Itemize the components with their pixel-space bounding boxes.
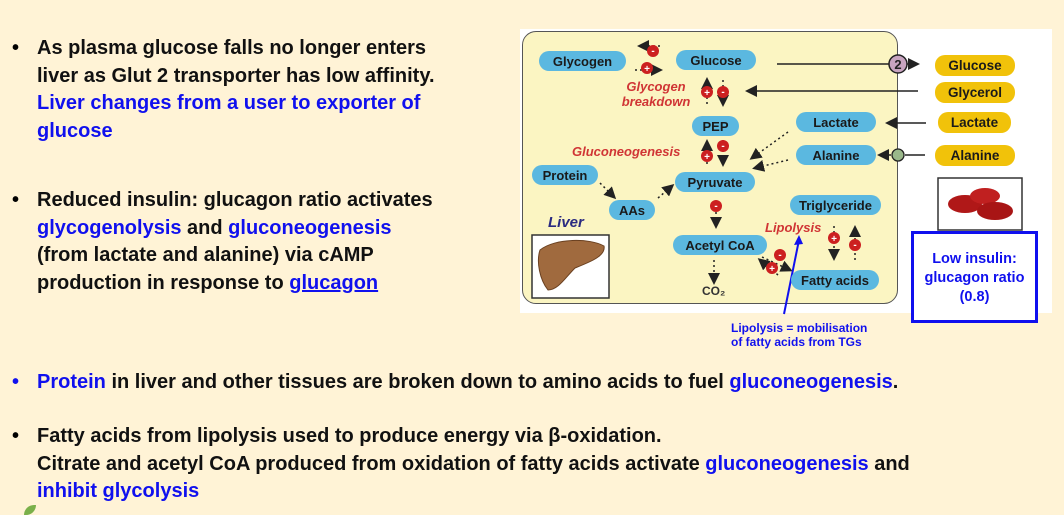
liver-image (531, 234, 610, 299)
svg-text:+: + (769, 264, 775, 275)
plus-icon: + (828, 232, 840, 245)
blood-glucose: Glucose (935, 55, 1015, 76)
term-gluconeogenesis: gluconeogenesis (705, 452, 869, 475)
ratio-line: glucagon ratio (924, 270, 1025, 286)
svg-text:+: + (704, 152, 710, 163)
bullet-highlight: glucose (37, 119, 113, 142)
lipolysis-label: Lipolysis (765, 220, 822, 235)
term-gluconeogenesis: gluconeogenesis (729, 371, 893, 393)
blood-glycerol: Glycerol (935, 82, 1015, 103)
label-line: breakdown (621, 94, 691, 109)
lactate-pyruvate-arrow (749, 131, 789, 160)
bullet-text: liver as Glut 2 transporter has low affi… (37, 64, 435, 87)
leaf-icon (24, 505, 36, 515)
ratio-line: Low insulin: (932, 251, 1017, 267)
bullet-text: As plasma glucose falls no longer enters (37, 37, 427, 59)
caption-line: Lipolysis = mobilisation (731, 321, 868, 335)
plus-icon: + (701, 86, 713, 99)
alanine-transporter-icon (891, 148, 905, 162)
lipolysis-pointer-head (794, 235, 803, 245)
term-gluconeogenesis: gluconeogenesis (228, 216, 392, 239)
bullet-text: production in response to (37, 271, 290, 294)
bullet-marker: • (12, 371, 20, 393)
bullet-1: As plasma glucose falls no longer enters… (37, 35, 435, 145)
red-blood-cells-image (937, 177, 1023, 231)
minus-icon: - (710, 200, 722, 212)
svg-text:+: + (704, 88, 710, 99)
plus-icon: + (766, 262, 778, 275)
bullet-marker: • (12, 425, 20, 447)
minus-icon: - (849, 239, 861, 251)
minus-icon: - (717, 86, 729, 98)
bullet-2: Reduced insulin: glucagon ratio activate… (37, 187, 433, 297)
term-protein: Protein (37, 371, 106, 393)
bullet-text: Reduced insulin: glucagon ratio activate… (37, 189, 433, 211)
node-co2: CO₂ (702, 284, 726, 298)
protein-aas-arrow (599, 182, 617, 200)
bullet-text: and (181, 216, 229, 239)
svg-text:-: - (651, 46, 654, 57)
term-inhibit-glycolysis: inhibit glycolysis (37, 480, 200, 502)
node-lactate: Lactate (796, 112, 876, 132)
node-glucose: Glucose (676, 50, 756, 70)
liver-label: Liver (548, 214, 584, 231)
insulin-glucagon-ratio-box: Low insulin: glucagon ratio (0.8) (911, 231, 1038, 323)
plus-icon: + (641, 62, 653, 75)
svg-text:-: - (721, 87, 724, 98)
bullet-text: and (868, 452, 910, 475)
svg-text:+: + (644, 64, 650, 75)
bullet-highlight: Liver changes from a user to exporter of (37, 92, 421, 114)
node-pyruvate: Pyruvate (675, 172, 755, 192)
svg-text:-: - (853, 240, 856, 251)
aas-pyruvate-arrow (657, 184, 675, 199)
ratio-value: (0.8) (959, 289, 990, 305)
node-pep: PEP (692, 116, 739, 136)
bullet-3: Protein in liver and other tissues are b… (37, 369, 898, 397)
plus-icon: + (701, 150, 713, 163)
node-triglyceride: Triglyceride (790, 195, 881, 215)
node-glycogen: Glycogen (539, 51, 626, 71)
node-fatty-acids: Fatty acids (791, 270, 879, 290)
bullet-text: Fatty acids from lipolysis used to produ… (37, 425, 662, 447)
svg-text:+: + (831, 234, 837, 245)
minus-icon: - (717, 140, 729, 152)
bullet-text: (from lactate and alanine) via cAMP (37, 244, 374, 266)
gluconeogenesis-label: Gluconeogenesis (572, 144, 681, 159)
label-line: Glycogen (626, 79, 686, 94)
bullet-4: Fatty acids from lipolysis used to produ… (37, 423, 910, 506)
bullet-text: in liver and other tissues are broken do… (105, 371, 730, 393)
node-aas: AAs (609, 200, 655, 220)
bullet-marker: • (12, 37, 20, 59)
svg-text:-: - (714, 201, 717, 212)
bullet-text: . (892, 371, 899, 393)
blood-alanine: Alanine (935, 145, 1015, 166)
alanine-pyruvate-arrow (752, 159, 789, 172)
minus-icon: - (647, 45, 659, 57)
svg-text:-: - (778, 250, 781, 261)
lipolysis-caption: Lipolysis = mobilisation of fatty acids … (731, 321, 867, 349)
node-acetyl-coa: Acetyl CoA (673, 235, 767, 255)
node-protein: Protein (532, 165, 598, 185)
svg-text:-: - (721, 141, 724, 152)
blood-lactate: Lactate (938, 112, 1011, 133)
transporter-2-icon (888, 54, 908, 74)
caption-line: of fatty acids from TGs (731, 335, 862, 349)
glucagon-link[interactable]: glucagon (289, 271, 379, 294)
bullet-marker: • (12, 189, 20, 211)
minus-icon: - (774, 249, 786, 261)
node-alanine: Alanine (796, 145, 876, 165)
bullet-text: Citrate and acetyl CoA produced from oxi… (37, 452, 706, 475)
term-glycogenolysis: glycogenolysis (37, 216, 182, 239)
transporter-label: 2 (894, 57, 901, 72)
